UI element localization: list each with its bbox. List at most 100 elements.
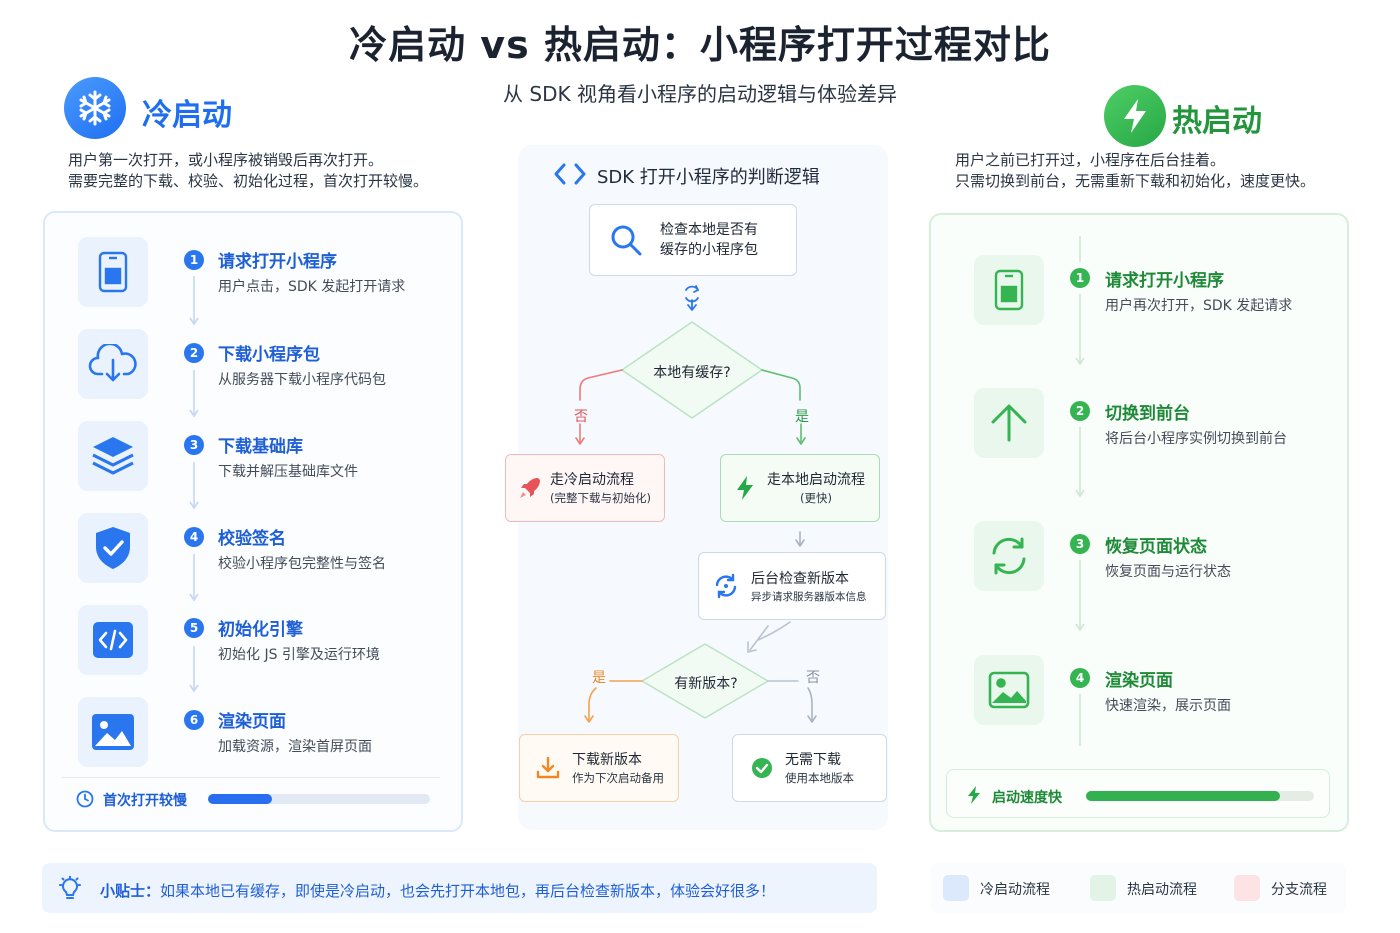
no-download-line-2: 使用本地版本 — [785, 771, 854, 785]
hot-step-desc: 快速渲染，展示页面 — [1105, 698, 1231, 714]
no-label: 否 — [806, 670, 820, 686]
cold-speed-bar — [208, 794, 430, 804]
background-check-box: 后台检查新版本 异步请求服务器版本信息 — [698, 552, 886, 620]
cold-step-title: 下载小程序包 — [218, 345, 320, 365]
step-number: 1 — [1070, 268, 1090, 288]
image-icon — [78, 697, 148, 767]
hot-step-desc: 将后台小程序实例切换到前台 — [1105, 431, 1287, 447]
cold-start-description: 用户第一次打开，或小程序被销毁后再次打开。 需要完整的下载、校验、初始化过程，首… — [68, 150, 428, 192]
flow-title: SDK 打开小程序的判断逻辑 — [597, 167, 820, 188]
snowflake-icon — [64, 77, 126, 139]
step-number: 2 — [1070, 401, 1090, 421]
check-cache-text: 检查本地是否有 缓存的小程序包 — [660, 220, 758, 260]
cold-step-desc: 加载资源，渲染首屏页面 — [218, 739, 372, 755]
tip-label: 小贴士： — [100, 882, 161, 900]
step-number: 4 — [184, 527, 204, 547]
tip-content: 小贴士：如果本地已有缓存，即使是冷启动，也会先打开本地包，再后台检查新版本，体验… — [100, 880, 775, 901]
cold-desc-line-1: 用户第一次打开，或小程序被销毁后再次打开。 — [68, 151, 384, 169]
download-new-version-text: 下载新版本 作为下次启动备用 — [572, 750, 664, 786]
step-number: 3 — [184, 435, 204, 455]
hot-desc-line-1: 用户之前已打开过，小程序在后台挂着。 — [955, 151, 1226, 169]
decision-new-version: 有新版本? — [674, 676, 738, 692]
cold-flow-line-1: 走冷启动流程 — [550, 472, 634, 488]
hot-step-title: 渲染页面 — [1105, 671, 1173, 691]
hot-speed-bar-fill — [1086, 791, 1280, 801]
tip-banner — [42, 863, 877, 913]
hot-step-title: 请求打开小程序 — [1105, 271, 1224, 291]
hot-desc-line-2: 只需切换到前台，无需重新下载和初始化，速度更快。 — [955, 172, 1316, 190]
sync-icon — [715, 573, 737, 599]
hot-start-flow-box: 走本地启动流程 (更快) — [720, 454, 880, 522]
step-number: 6 — [184, 710, 204, 730]
code-brackets-icon — [554, 162, 586, 190]
download-new-version-box: 下载新版本 作为下次启动备用 — [519, 734, 679, 802]
legend-label-cold: 冷启动流程 — [980, 882, 1050, 898]
clock-icon — [76, 790, 94, 812]
phone-icon — [974, 255, 1044, 325]
download-icon — [536, 756, 560, 779]
page-title: 冷启动 vs 热启动：小程序打开过程对比 — [349, 23, 1051, 67]
step-number: 2 — [184, 343, 204, 363]
hot-step-title: 恢复页面状态 — [1105, 537, 1207, 557]
cold-start-flow-text: 走冷启动流程 (完整下载与初始化) — [550, 470, 651, 506]
shield-check-icon — [78, 513, 148, 583]
cold-step-desc: 下载并解压基础库文件 — [218, 464, 358, 480]
check-circle-icon — [752, 758, 772, 778]
cold-step-desc: 从服务器下载小程序代码包 — [218, 372, 386, 388]
check-cache-line-2: 缓存的小程序包 — [660, 242, 758, 258]
cold-start-flow-box: 走冷启动流程 (完整下载与初始化) — [505, 454, 665, 522]
arrow-up-icon — [974, 388, 1044, 458]
step-number: 1 — [184, 250, 204, 270]
no-download-text: 无需下载 使用本地版本 — [785, 750, 854, 786]
flow-connectors — [575, 285, 817, 723]
yes-label: 是 — [795, 409, 809, 425]
legend-swatch-branch — [1234, 875, 1260, 901]
legend-label-hot: 热启动流程 — [1127, 882, 1197, 898]
decision-has-cache: 本地有缓存? — [653, 365, 731, 381]
cold-footer-label: 首次打开较慢 — [103, 793, 187, 809]
bg-check-line-2: 异步请求服务器版本信息 — [751, 590, 867, 603]
cold-step-desc: 用户点击，SDK 发起打开请求 — [218, 279, 406, 295]
page-subtitle: 从 SDK 视角看小程序的启动逻辑与体验差异 — [503, 82, 897, 106]
hot-step-title: 切换到前台 — [1105, 404, 1190, 424]
cold-step-desc: 校验小程序包完整性与签名 — [218, 556, 386, 572]
yes-label: 是 — [592, 670, 606, 686]
cold-speed-bar-fill — [208, 794, 273, 804]
lightning-icon — [966, 785, 982, 809]
cold-flow-line-2: (完整下载与初始化) — [550, 491, 651, 505]
hot-step-desc: 用户再次打开，SDK 发起请求 — [1105, 298, 1293, 314]
image-icon — [974, 655, 1044, 725]
hot-footer-label: 启动速度快 — [992, 790, 1062, 806]
legend-swatch-hot — [1090, 875, 1116, 901]
no-download-box: 无需下载 使用本地版本 — [732, 734, 887, 802]
legend-label-branch: 分支流程 — [1271, 882, 1327, 898]
rocket-icon — [520, 478, 540, 498]
cold-step-connectors — [189, 276, 199, 693]
cloud-download-icon — [78, 329, 148, 399]
refresh-icon — [974, 521, 1044, 591]
lightning-icon — [1104, 85, 1166, 147]
search-icon — [611, 225, 642, 256]
cold-step-title: 下载基础库 — [218, 437, 303, 457]
code-icon — [78, 605, 148, 675]
cold-step-title: 请求打开小程序 — [218, 252, 337, 272]
hot-start-flow-text: 走本地启动流程 (更快) — [767, 470, 865, 506]
cold-step-desc: 初始化 JS 引擎及运行环境 — [218, 647, 380, 663]
bg-check-line-1: 后台检查新版本 — [751, 570, 849, 587]
no-label: 否 — [574, 409, 588, 425]
check-cache-line-1: 检查本地是否有 — [660, 222, 758, 238]
hot-speed-bar — [1086, 791, 1314, 801]
cold-start-title: 冷启动 — [142, 98, 232, 133]
legend-swatch-cold — [943, 875, 969, 901]
cold-footer-divider — [62, 777, 440, 778]
cold-step-title: 渲染页面 — [218, 712, 286, 732]
cold-step-title: 初始化引擎 — [218, 620, 303, 640]
phone-icon — [78, 237, 148, 307]
cold-desc-line-2: 需要完整的下载、校验、初始化过程，首次打开较慢。 — [68, 172, 429, 190]
hot-step-connectors — [1075, 236, 1085, 746]
hot-step-desc: 恢复页面与运行状态 — [1105, 564, 1231, 580]
step-number: 4 — [1070, 668, 1090, 688]
lightbulb-icon — [58, 875, 82, 906]
layers-icon — [78, 421, 148, 491]
cold-step-title: 校验签名 — [218, 529, 286, 549]
